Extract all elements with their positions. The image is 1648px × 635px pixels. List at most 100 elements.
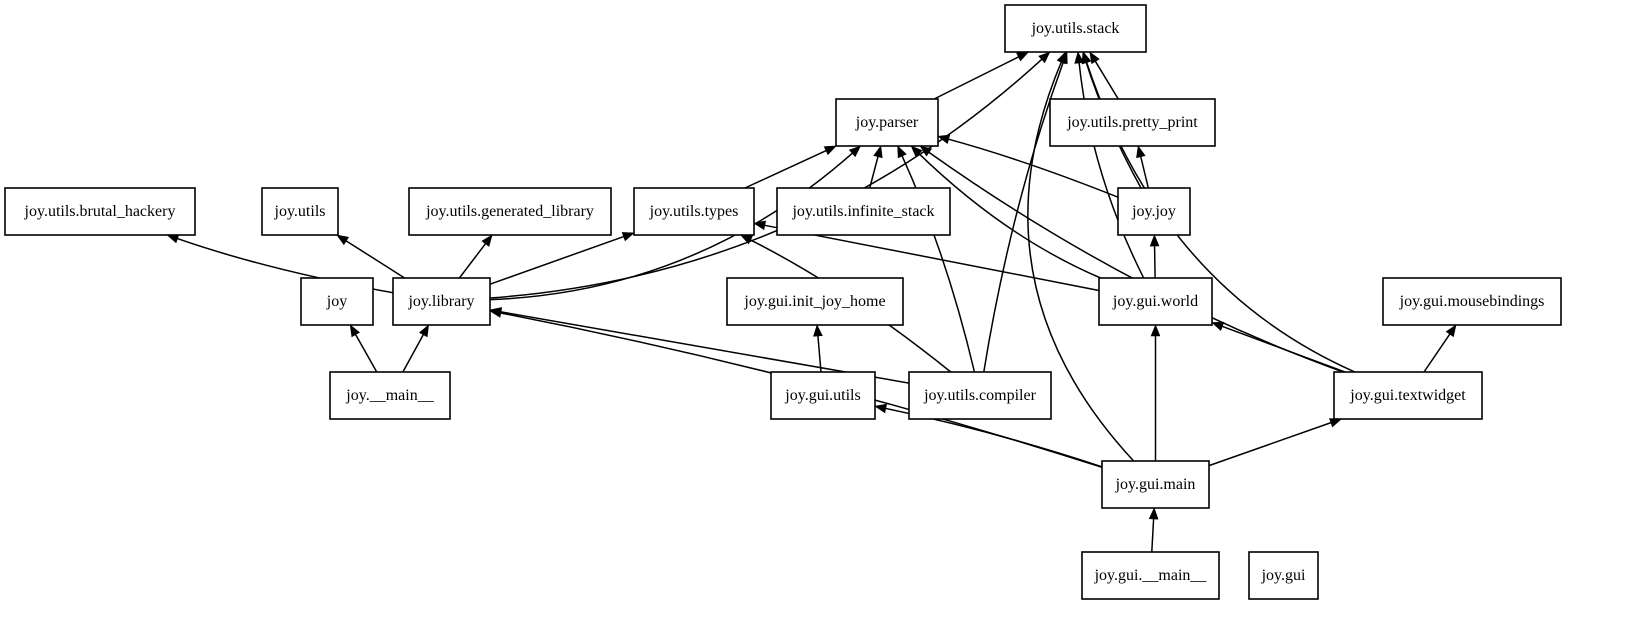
node-box[interactable] — [300, 277, 374, 326]
edge-line — [402, 332, 425, 373]
node-box[interactable] — [1117, 187, 1191, 236]
arrow-head-icon — [919, 145, 933, 157]
edge-joy-library-to-joy-utils — [336, 234, 405, 279]
node-box[interactable] — [776, 187, 951, 236]
node-joy-gui-main[interactable]: joy.gui.main — [1101, 460, 1210, 509]
node-box[interactable] — [1248, 551, 1319, 600]
node-box[interactable] — [408, 187, 612, 236]
arrow-head-icon — [1038, 51, 1051, 64]
node-joy-utils-compiler[interactable]: joy.utils.compiler — [908, 371, 1052, 420]
node-box[interactable] — [835, 98, 939, 147]
edge-joy-gui-world-to-joy-joy — [1149, 234, 1160, 279]
node-joy-parser[interactable]: joy.parser — [835, 98, 939, 147]
node-box[interactable] — [726, 277, 904, 326]
node-label: joy.gui.init_joy_home — [743, 293, 885, 310]
arrow-head-icon — [874, 403, 888, 414]
edge-joy-utils-infinite-stack-to-joy-parser — [868, 145, 883, 189]
node-label: joy.__main__ — [345, 387, 434, 404]
node-joy-utils-types[interactable]: joy.utils.types — [633, 187, 755, 236]
edge-line — [917, 151, 1101, 279]
node-label: joy — [326, 293, 347, 310]
node-joy[interactable]: joy — [300, 277, 374, 326]
arrow-head-icon — [897, 145, 907, 159]
edge-line — [458, 241, 488, 279]
node-joy-utils[interactable]: joy.utils — [261, 187, 339, 236]
node-joy-gui-utils[interactable]: joy.gui.utils — [770, 371, 876, 420]
node-box[interactable] — [392, 277, 491, 326]
arrow-head-icon — [349, 324, 361, 338]
node-joy-utils-pretty-print[interactable]: joy.utils.pretty_print — [1049, 98, 1216, 147]
node-joy-library[interactable]: joy.library — [392, 277, 491, 326]
node-label: joy.joy — [1131, 203, 1176, 220]
arrow-head-icon — [1445, 324, 1457, 338]
node-joy-utils-brutal-hackery[interactable]: joy.utils.brutal_hackery — [4, 187, 196, 236]
node-joy-gui-init-joy-home[interactable]: joy.gui.init_joy_home — [726, 277, 904, 326]
edge-joy-joy-to-joy-parser — [937, 134, 1119, 198]
arrow-head-icon — [1150, 324, 1161, 337]
arrow-head-icon — [753, 220, 767, 231]
edge-line — [900, 153, 976, 373]
node-box[interactable] — [261, 187, 339, 236]
edge-joy-library-to-joy-utils-types — [489, 232, 635, 285]
node-box[interactable] — [908, 371, 1052, 420]
edge-line — [933, 55, 1021, 100]
edge-joy-main-to-joy — [349, 324, 378, 373]
arrow-head-icon — [489, 308, 503, 318]
edge-joy-parser-to-joy-utils-stack — [933, 51, 1030, 100]
node-label: joy.gui — [1261, 567, 1306, 584]
edge-joy-utils-compiler-to-joy-parser — [897, 145, 976, 373]
node-joy-utils-infinite-stack[interactable]: joy.utils.infinite_stack — [776, 187, 951, 236]
edge-joy-gui-main-to-joy-gui-world — [1150, 324, 1161, 462]
node-box[interactable] — [1333, 371, 1483, 420]
node-joy-gui-main[interactable]: joy.gui.__main__ — [1081, 551, 1220, 600]
node-label: joy.gui.world — [1112, 293, 1198, 310]
node-label: joy.gui.mousebindings — [1399, 293, 1545, 310]
edge-line — [354, 332, 378, 373]
arrow-head-icon — [418, 324, 430, 338]
node-box[interactable] — [4, 187, 196, 236]
edge-line — [1220, 324, 1346, 373]
node-joy-gui-textwidget[interactable]: joy.gui.textwidget — [1333, 371, 1483, 420]
node-box[interactable] — [1101, 460, 1210, 509]
edge-line — [1423, 332, 1452, 373]
node-box[interactable] — [1382, 277, 1562, 326]
node-joy-gui[interactable]: joy.gui — [1248, 551, 1319, 600]
node-label: joy.gui.textwidget — [1349, 387, 1466, 404]
node-box[interactable] — [1098, 277, 1213, 326]
arrow-head-icon — [336, 234, 350, 246]
arrow-head-icon — [910, 145, 923, 158]
node-label: joy.gui.__main__ — [1094, 567, 1208, 584]
edge-line — [1208, 421, 1334, 467]
node-box[interactable] — [1004, 4, 1147, 53]
edge-line — [1078, 60, 1145, 279]
node-label: joy.utils.brutal_hackery — [24, 203, 176, 220]
edge-joy-library-to-joy-utils-stack — [489, 51, 1051, 299]
node-label: joy.utils.infinite_stack — [791, 203, 934, 220]
edge-line — [817, 333, 822, 373]
node-joy-gui-mousebindings[interactable]: joy.gui.mousebindings — [1382, 277, 1562, 326]
node-joy-utils-stack[interactable]: joy.utils.stack — [1004, 4, 1147, 53]
node-joy-utils-generated-library[interactable]: joy.utils.generated_library — [408, 187, 612, 236]
arrow-head-icon — [481, 234, 493, 247]
node-joy-gui-world[interactable]: joy.gui.world — [1098, 277, 1213, 326]
edge-joy-gui-textwidget-to-joy-gui-mousebindings — [1423, 324, 1457, 373]
arrow-head-icon — [1089, 51, 1100, 65]
edge-joy-library-to-joy-utils-generated-library — [458, 234, 493, 279]
node-box[interactable] — [1049, 98, 1216, 147]
arrow-head-icon — [873, 145, 883, 159]
edge-joy-utils-types-to-joy-parser — [744, 145, 837, 189]
arrow-head-icon — [848, 145, 862, 158]
edge-joy-gui-world-to-joy-parser — [910, 145, 1101, 279]
arrow-head-icon — [621, 232, 635, 242]
node-box[interactable] — [633, 187, 755, 236]
nodes-layer: joy.utils.stack joy.parser joy.utils.prett… — [4, 4, 1562, 600]
node-box[interactable] — [329, 371, 451, 420]
node-box[interactable] — [770, 371, 876, 420]
arrow-head-icon — [1149, 234, 1160, 247]
node-box[interactable] — [1081, 551, 1220, 600]
node-joy-main[interactable]: joy.__main__ — [329, 371, 451, 420]
node-joy-joy[interactable]: joy.joy — [1117, 187, 1191, 236]
edge-line — [344, 239, 405, 279]
arrow-head-icon — [813, 324, 823, 337]
